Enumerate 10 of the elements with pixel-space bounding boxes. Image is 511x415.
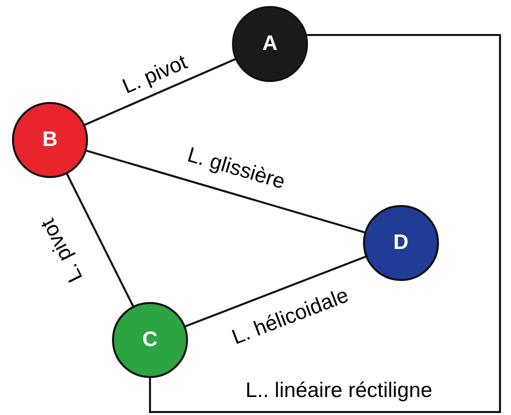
connector-line <box>84 58 236 126</box>
edge-label: L.. linéaire réctiligne <box>244 380 434 400</box>
connector-line <box>66 174 134 306</box>
joint-letter: C <box>142 328 158 352</box>
connector-line <box>149 34 501 413</box>
joint-letter: A <box>262 32 278 56</box>
joint-letter: D <box>393 231 409 255</box>
connector-line <box>185 256 366 328</box>
connector-line <box>86 150 365 234</box>
joint-letter: B <box>42 128 58 152</box>
